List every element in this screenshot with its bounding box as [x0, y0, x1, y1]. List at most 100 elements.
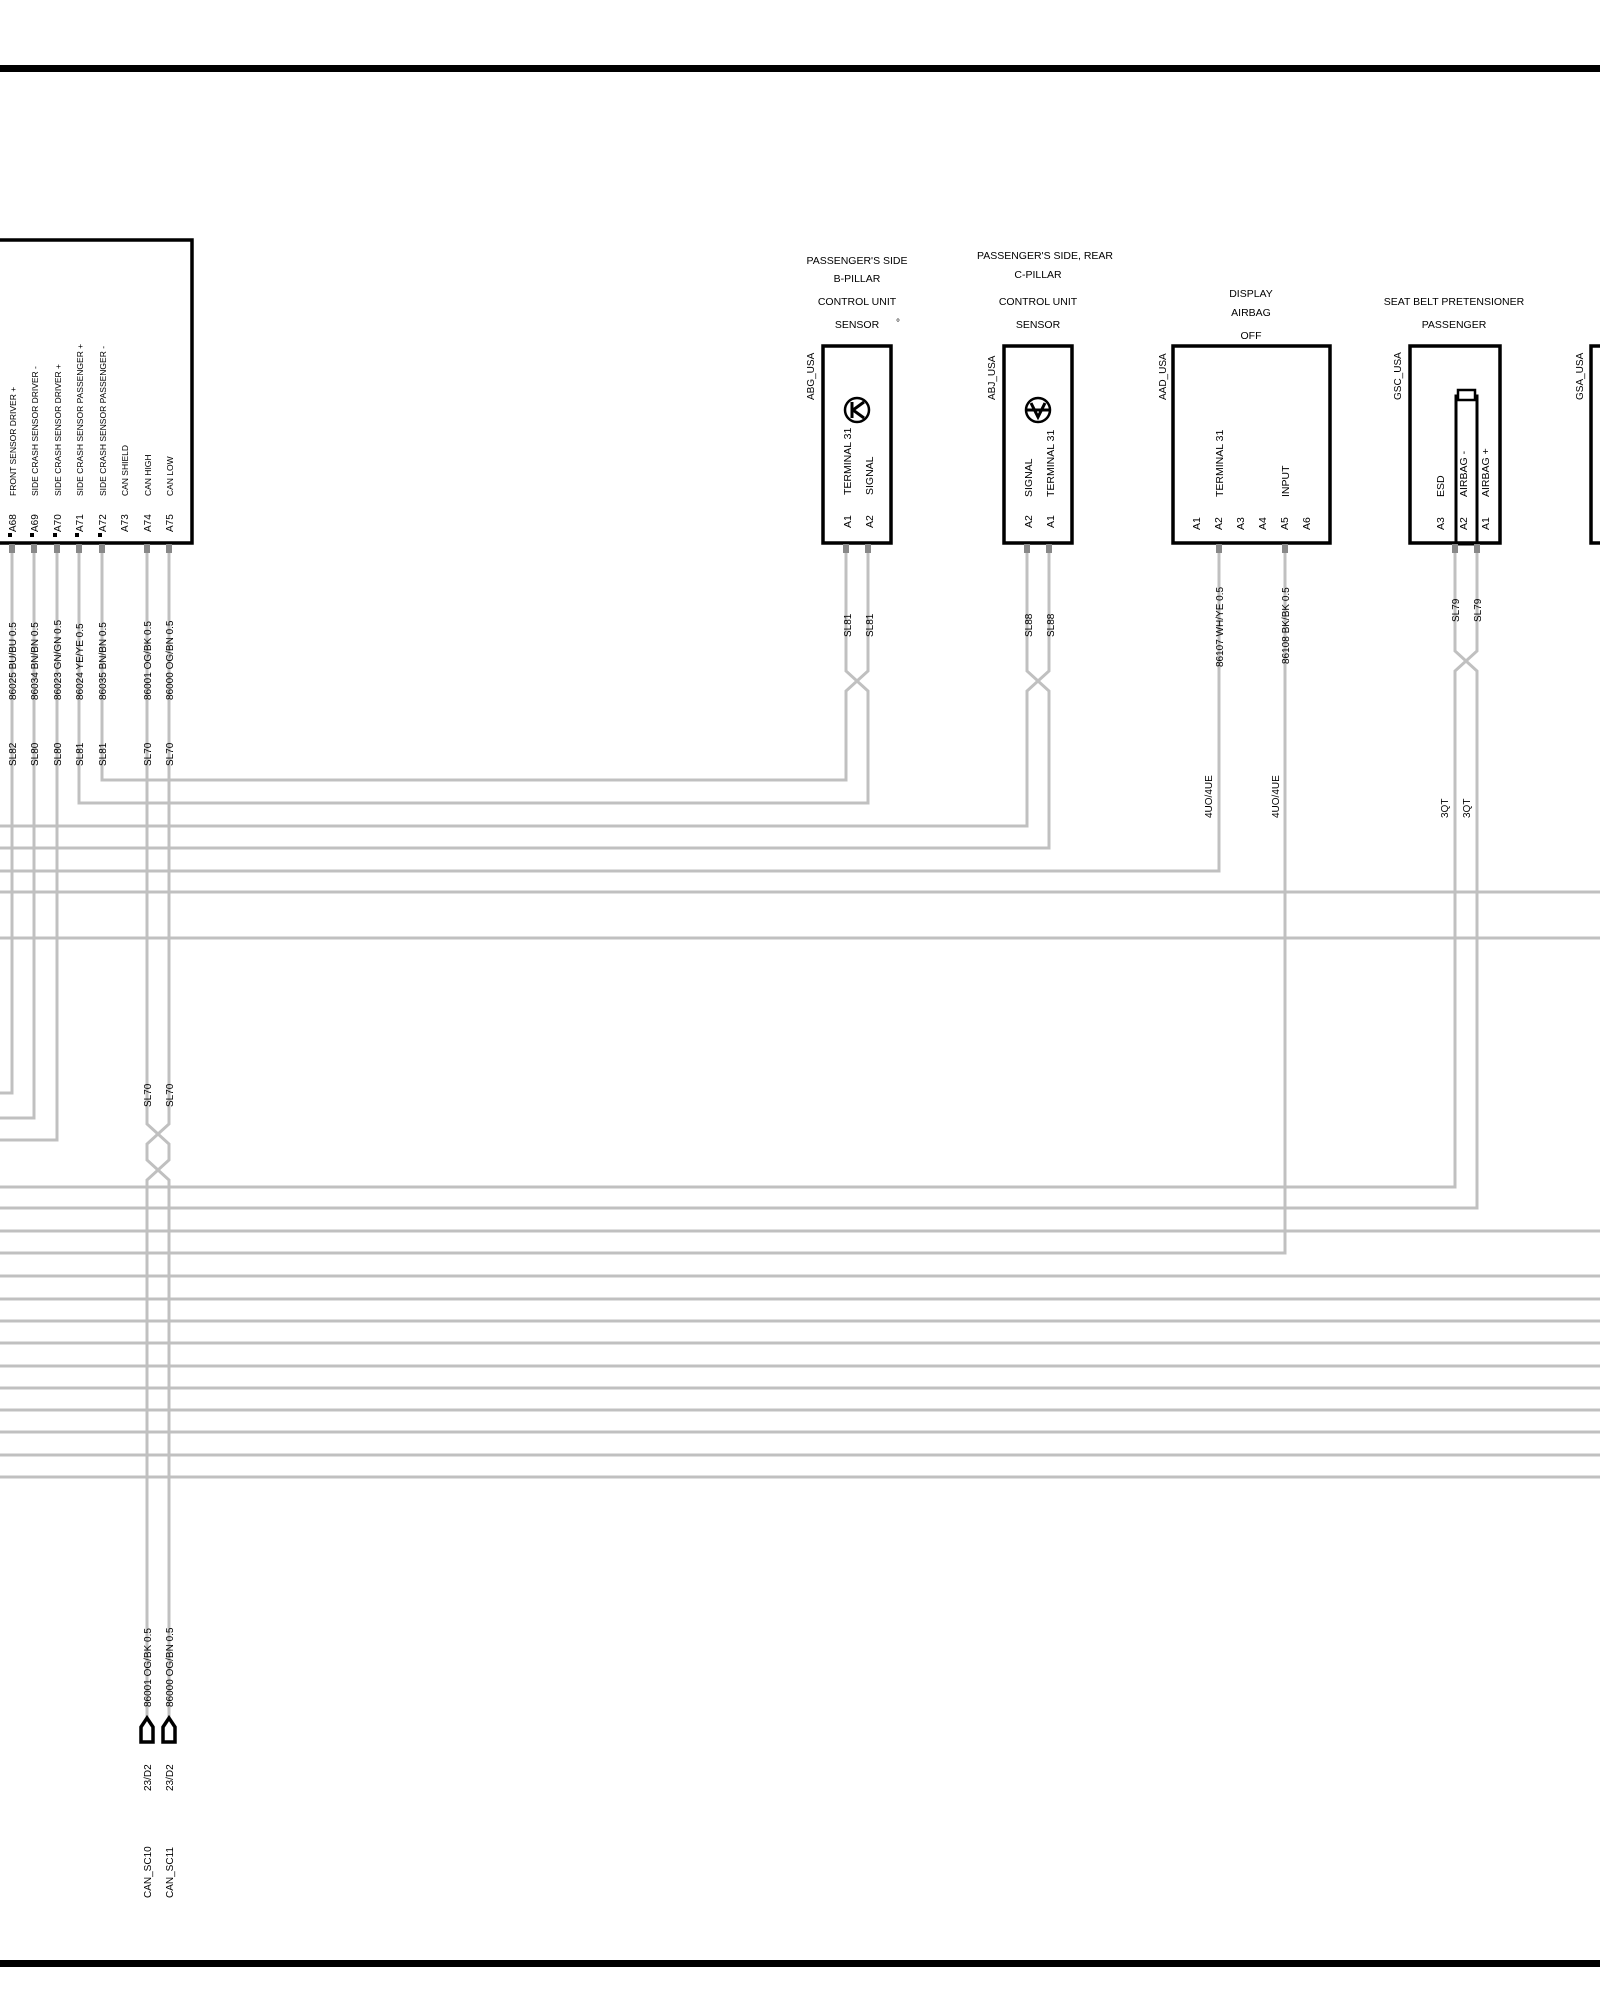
wire-a68 — [0, 542, 14, 1095]
ecu-wire-label: 86035 BN/BN 0.5 — [98, 622, 109, 700]
abg-title-2: B-PILLAR — [834, 273, 881, 285]
wire-aad-a2 — [0, 545, 1221, 873]
abj-title-4: SENSOR — [1016, 319, 1061, 331]
aad-pin-2: A2 — [1213, 517, 1225, 530]
ecu-wire-label: 86023 GN/GN 0.5 — [53, 620, 64, 700]
wire-a72-abg-a1 — [100, 542, 870, 782]
abg-splice-2: SL81 — [865, 613, 876, 637]
ecu-pin-marker — [30, 533, 34, 537]
abg-code: ABG_USA — [806, 352, 817, 400]
abg-pin-2: A2 — [864, 515, 876, 528]
ecu-terminal — [54, 544, 60, 553]
ecu-pin-marker — [75, 533, 79, 537]
can-splice-2: SL70 — [165, 1083, 176, 1107]
ecu-terminal — [9, 544, 15, 553]
wire-a71-abg-a2 — [77, 542, 870, 805]
ecu-pin-marker — [8, 533, 12, 537]
ecu-pin-label: SIDE CRASH SENSOR PASSENGER - — [98, 346, 108, 496]
ecu-splice-label: SL80 — [53, 742, 64, 766]
gsc-title-1: SEAT BELT PRETENSIONER — [1384, 296, 1525, 308]
component-gsc[interactable]: SEAT BELT PRETENSIONER PASSENGER GSC_USA… — [1384, 296, 1525, 818]
gsc-pin-1: A3 — [1435, 517, 1447, 530]
aad-pin-1: A1 — [1191, 517, 1203, 530]
component-abj[interactable]: PASSENGER'S SIDE, REAR C-PILLAR CONTROL … — [977, 250, 1113, 637]
aad-wire-1: 86107 WH/YE 0.5 — [1215, 587, 1226, 667]
aad-title-1: DISPLAY — [1229, 288, 1273, 300]
aad-wire-2: 86108 BK/BK 0.5 — [1281, 587, 1292, 664]
ecu-pin-number: A71 — [75, 514, 86, 532]
abj-title-1: PASSENGER'S SIDE, REAR — [977, 250, 1113, 262]
aad-box — [1171, 344, 1332, 545]
ecu-wire-label: 86024 YE/YE 0.5 — [75, 623, 86, 700]
ecu-splice-label: SL81 — [98, 742, 109, 766]
aad-pin-6: A6 — [1301, 517, 1313, 530]
gsc-pin-label-3: AIRBAG + — [1480, 448, 1492, 497]
abg-sensor-icon — [843, 396, 871, 424]
aad-pin-label-5: INPUT — [1280, 465, 1292, 497]
ecu-terminal — [99, 544, 105, 553]
ecu-wire-label: 86025 BU/BU 0.5 — [8, 622, 19, 700]
abg-title-1: PASSENGER'S SIDE — [806, 255, 907, 267]
wire-gsc-a1 — [0, 545, 1479, 1189]
ecu-pin-number: A73 — [120, 514, 131, 532]
wire-gsc-a2 — [0, 545, 1479, 1210]
bottom-signal-1: CAN_SC10 — [143, 1846, 154, 1898]
ecu-wire-label: 86000 OG/BN 0.5 — [165, 620, 176, 700]
ecu-terminal — [76, 544, 82, 553]
ecu-pin-marker — [98, 533, 102, 537]
abg-mark: ° — [896, 318, 900, 329]
abg-terminal — [865, 544, 871, 553]
bottom-signal-2: CAN_SC11 — [165, 1847, 176, 1898]
gsc-splice-1: SL79 — [1451, 598, 1462, 622]
bottom-border — [0, 1960, 1600, 1967]
can-low-connector — [161, 1714, 177, 1744]
ecu-pin-label: SIDE CRASH SENSOR DRIVER + — [53, 364, 63, 496]
gsa-code: GSA_USA — [1575, 352, 1586, 400]
ecu-pin-number: A70 — [53, 514, 64, 532]
ecu-wire-label: 86001 OG/BK 0.5 — [143, 621, 154, 700]
can-splice-1: SL70 — [143, 1083, 154, 1107]
aad-pin-4: A4 — [1257, 517, 1269, 530]
component-abg[interactable]: PASSENGER'S SIDE B-PILLAR CONTROL UNIT S… — [806, 255, 908, 637]
abj-pin-label-1: SIGNAL — [1023, 458, 1035, 497]
aad-pin-label-2: TERMINAL 31 — [1214, 430, 1226, 497]
aad-terminal — [1282, 544, 1288, 553]
wire-can-low — [145, 542, 171, 1720]
wire-a70 — [0, 542, 59, 1142]
aad-harness-1: 4UO/4UE — [1204, 775, 1215, 818]
bottom-wire-1: 86001 OG/BK 0.5 — [143, 1628, 154, 1707]
aad-pin-3: A3 — [1235, 517, 1247, 530]
gsc-harness-2: 3QT — [1462, 799, 1473, 818]
gsc-pin-2: A2 — [1458, 517, 1470, 530]
ecu-pin-marker — [53, 533, 57, 537]
ecu-wire-label: 86034 BN/BN 0.5 — [30, 622, 41, 700]
gsc-code: GSC_USA — [1393, 352, 1404, 400]
aad-code: AAD_USA — [1158, 353, 1169, 400]
abj-title-2: C-PILLAR — [1014, 269, 1062, 281]
gsc-pin-label-1: ESD — [1435, 475, 1447, 497]
ecu-pin-label: CAN HIGH — [143, 454, 153, 496]
ecu-pin-label: CAN LOW — [165, 456, 175, 496]
bottom-ref-2: 23/D2 — [165, 1764, 176, 1791]
abj-pin-1: A2 — [1023, 515, 1035, 528]
gsc-pin-label-2: AIRBAG - — [1458, 450, 1470, 497]
control-unit-outline — [0, 238, 194, 545]
ecu-pin-label: SIDE CRASH SENSOR DRIVER - — [30, 366, 40, 496]
ecu-splice-label: SL70 — [165, 742, 176, 766]
abj-pin-2: A1 — [1045, 515, 1057, 528]
component-gsa[interactable]: GSA_USA — [1575, 344, 1600, 545]
abg-title-3: CONTROL UNIT — [818, 296, 897, 308]
abg-splice-1: SL81 — [843, 613, 854, 637]
abj-pin-label-2: TERMINAL 31 — [1045, 430, 1057, 497]
ecu-splice-label: SL80 — [30, 742, 41, 766]
abj-terminal — [1024, 544, 1030, 553]
bottom-wire-2: 86000 OG/BN 0.5 — [165, 1627, 176, 1707]
gsc-pretensioner-cap — [1456, 388, 1477, 402]
abg-box — [821, 344, 893, 545]
wire-a69 — [0, 542, 36, 1120]
component-aad[interactable]: DISPLAY AIRBAG OFF AAD_USA TERMINAL 31 I… — [1158, 288, 1332, 818]
can-bus: SL70 SL70 86001 OG/BK 0.5 86000 OG/BN 0.… — [139, 1083, 177, 1898]
gsc-terminal — [1474, 544, 1480, 553]
